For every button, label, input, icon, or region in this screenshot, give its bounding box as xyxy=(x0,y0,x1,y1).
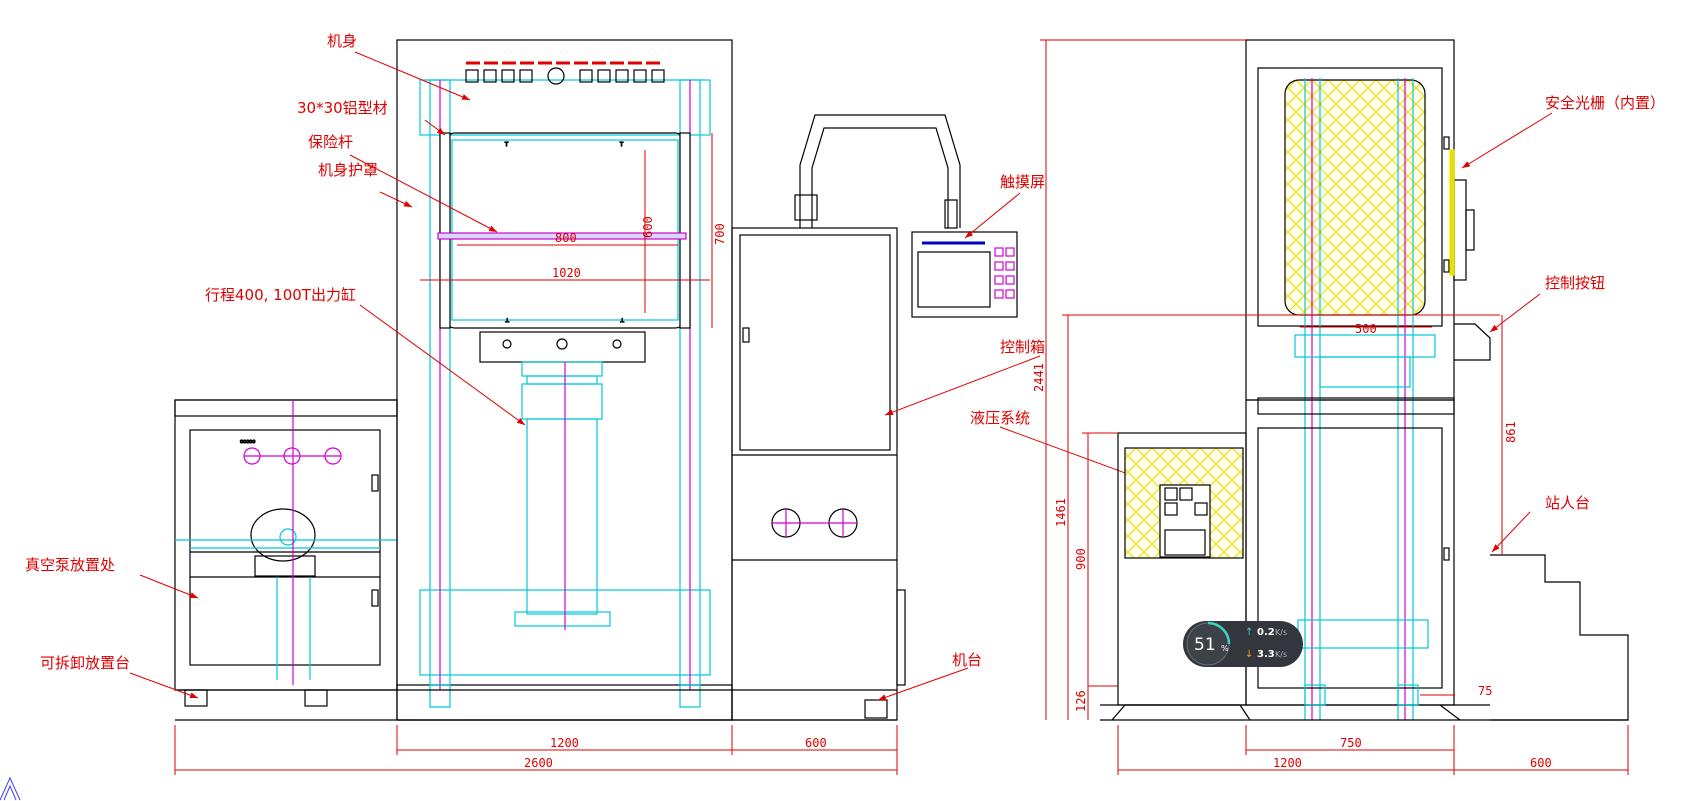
dim-126: 126 xyxy=(1074,690,1088,712)
svg-text:⊥: ⊥ xyxy=(505,318,509,324)
label-removable-table: 可拆卸放置台 xyxy=(40,654,130,672)
dim-2600: 2600 xyxy=(524,756,553,770)
side-view xyxy=(1100,39,1629,721)
front-leaders xyxy=(129,51,1159,701)
dim-2441: 2441 xyxy=(1032,363,1046,392)
dim-600: 600 xyxy=(641,216,655,238)
download-unit: K/s xyxy=(1275,650,1287,659)
ucs-icon xyxy=(0,776,21,801)
labels: 机身 30*30铝型材 保险杆 机身护罩 行程400, 100T出力缸 触摸屏 … xyxy=(25,32,1665,672)
label-cylinder: 行程400, 100T出力缸 xyxy=(205,286,356,304)
dim-700: 700 xyxy=(713,223,727,245)
press-frame: T T ⊥ ⊥ xyxy=(396,39,733,721)
dimension-texts: 800 600 700 1020 1200 600 2600 2441 1461… xyxy=(524,216,1552,770)
vacuum-pump-cabinet: ооооо xyxy=(174,399,398,707)
dim-861: 861 xyxy=(1504,421,1518,443)
upload-arrow-icon: ↑ xyxy=(1245,627,1253,638)
label-body: 机身 xyxy=(327,32,357,50)
side-leaders xyxy=(1461,112,1553,553)
upload-speed: 0.2 xyxy=(1257,627,1275,638)
side-dimension-lines xyxy=(1040,39,1629,775)
label-control-box: 控制箱 xyxy=(1000,338,1045,356)
label-touch-screen: 触摸屏 xyxy=(1000,173,1045,191)
front-view: ооооо xyxy=(174,39,1018,721)
svg-text:T: T xyxy=(504,142,509,148)
dim-side-1200: 1200 xyxy=(1273,756,1302,770)
label-vacuum-pump: 真空泵放置处 xyxy=(25,556,115,574)
dim-900: 900 xyxy=(1074,548,1088,570)
usage-percent-unit: % xyxy=(1221,644,1229,653)
svg-text:T: T xyxy=(619,142,624,148)
dim-side-600: 600 xyxy=(1530,756,1552,770)
svg-text:ооооо: ооооо xyxy=(240,439,255,445)
label-machine-base: 机台 xyxy=(952,651,982,669)
label-profile: 30*30铝型材 xyxy=(297,99,388,117)
dim-500: 500 xyxy=(1355,322,1377,336)
dim-1461: 1461 xyxy=(1054,498,1068,527)
dim-1200: 1200 xyxy=(550,736,579,750)
upload-unit: K/s xyxy=(1275,628,1287,637)
label-hydraulic: 液压系统 xyxy=(970,409,1030,427)
front-dimension-lines xyxy=(174,133,898,775)
usage-ring xyxy=(1207,621,1231,645)
network-speed-widget[interactable]: 51 % ↑ 0.2 K/s ↓ 3.3 K/s xyxy=(1183,621,1303,667)
download-speed: 3.3 xyxy=(1257,649,1275,660)
dim-75: 75 xyxy=(1478,684,1492,698)
svg-text:⊥: ⊥ xyxy=(620,318,624,324)
label-light-curtain: 安全光栅（内置） xyxy=(1545,94,1665,112)
dim-1020: 1020 xyxy=(552,266,581,280)
label-body-cover: 机身护罩 xyxy=(318,161,378,179)
dim-600b: 600 xyxy=(805,736,827,750)
indicator-lights xyxy=(465,61,665,85)
download-arrow-icon: ↓ xyxy=(1245,649,1253,660)
label-step-platform: 站人台 xyxy=(1545,494,1590,512)
label-safety-bar: 保险杆 xyxy=(308,133,353,151)
label-control-button: 控制按钮 xyxy=(1545,274,1605,292)
dim-750: 750 xyxy=(1340,736,1362,750)
dim-800: 800 xyxy=(555,231,577,245)
usage-percent: 51 xyxy=(1194,635,1216,655)
